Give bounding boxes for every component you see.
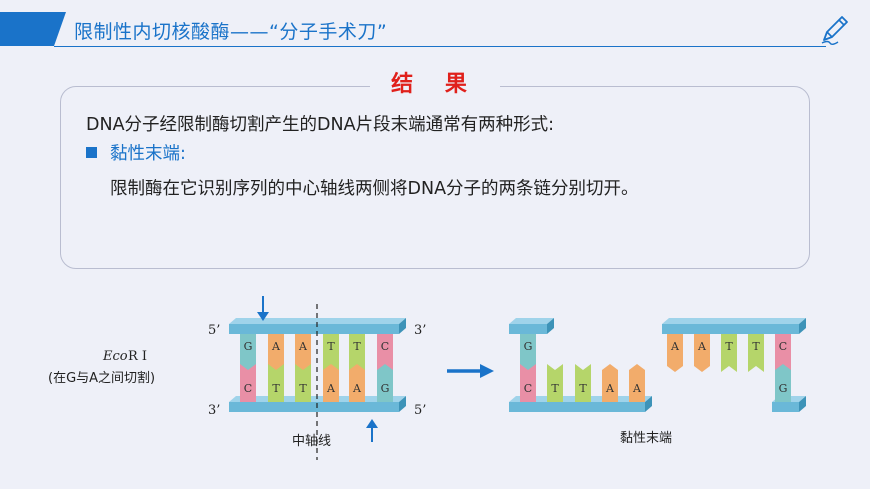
fragment-right-top-base: T xyxy=(721,334,737,372)
result-intro-text: DNA分子经限制酶切割产生的DNA片段末端通常有两种形式: xyxy=(86,115,554,135)
top-base: A xyxy=(268,334,284,372)
process-arrow xyxy=(447,364,494,378)
base-letter: C xyxy=(779,340,787,353)
cut-arrow-bottom xyxy=(366,419,378,442)
result-label: 结 果 xyxy=(370,68,500,100)
enzyme-name-rest: R Ⅰ xyxy=(128,349,147,364)
strand-label-3-bottom: 3’ xyxy=(208,403,220,418)
cut-arrow-top xyxy=(257,296,269,321)
header-accent-slant xyxy=(54,12,66,46)
strand-label-5-top: 5’ xyxy=(208,323,220,338)
base-letter: G xyxy=(381,382,390,395)
bottom-base: A xyxy=(323,364,339,402)
pen-icon xyxy=(821,16,848,45)
base-letter: T xyxy=(551,382,559,395)
base-letter: A xyxy=(271,340,281,353)
top-base: T xyxy=(349,334,365,372)
bottom-base: T xyxy=(295,364,311,402)
header-accent-bar xyxy=(0,12,54,46)
base-letter: G xyxy=(779,382,788,395)
fragment-right: A A T T C G xyxy=(662,318,806,412)
bottom-base: T xyxy=(268,364,284,402)
top-base: G xyxy=(240,334,256,372)
strand-label-5-bottom: 5’ xyxy=(414,403,426,418)
sticky-end-label: 黏性末端 xyxy=(620,430,672,446)
fragment-right-top-base: A xyxy=(694,334,710,372)
top-backbone xyxy=(229,318,406,334)
bullet-square-icon xyxy=(86,147,97,158)
fragment-left-bottom-base: T xyxy=(547,364,563,402)
base-letter: T xyxy=(272,382,280,395)
fragment-right-bottom-base: G xyxy=(775,364,791,402)
base-letter: T xyxy=(299,382,307,395)
enzyme-name-italic: Eco xyxy=(102,349,128,364)
result-box xyxy=(60,86,810,269)
base-letter: C xyxy=(524,382,532,395)
sticky-end-heading: 黏性末端: xyxy=(110,144,186,164)
intact-dna: G A A T T C C T T A A G xyxy=(229,318,406,412)
fragment-right-top-base: T xyxy=(748,334,764,372)
base-letter: A xyxy=(632,382,642,395)
base-letter: T xyxy=(353,340,361,353)
base-letter: A xyxy=(605,382,615,395)
fragment-left-top-base: G xyxy=(520,334,536,372)
base-letter: A xyxy=(670,340,680,353)
fragment-left-bottom-base: C xyxy=(520,364,536,402)
base-letter: A xyxy=(298,340,308,353)
base-letter: T xyxy=(752,340,760,353)
header-divider xyxy=(54,46,826,47)
sticky-end-description: 限制酶在它识别序列的中心轴线两侧将DNA分子的两条链分别切开。 xyxy=(110,179,639,199)
base-letter: T xyxy=(725,340,733,353)
base-letter: A xyxy=(326,382,336,395)
bottom-base: A xyxy=(349,364,365,402)
fragment-left-bottom-base: A xyxy=(602,364,618,402)
header: 限制性内切核酸酶——“分子手术刀” xyxy=(0,0,870,50)
bottom-base: C xyxy=(240,364,256,402)
fragment-right-top-base: C xyxy=(775,334,791,372)
base-letter: T xyxy=(579,382,587,395)
base-letter: T xyxy=(327,340,335,353)
enzyme-cut-note: (在G与A之间切割) xyxy=(48,370,155,386)
base-letter: C xyxy=(381,340,389,353)
top-base: C xyxy=(377,334,393,372)
fragment-right-top-base: A xyxy=(667,334,683,372)
fragment-left-bottom-base: T xyxy=(575,364,591,402)
fragment-left: G C T T A A xyxy=(509,318,652,412)
base-letter: G xyxy=(244,340,253,353)
strand-label-3-top: 3’ xyxy=(414,323,426,338)
fragment-left-bottom-base: A xyxy=(629,364,645,402)
top-base: A xyxy=(295,334,311,372)
fragment-left-top-backbone xyxy=(509,318,554,334)
base-letter: G xyxy=(524,340,533,353)
base-letter: A xyxy=(697,340,707,353)
center-axis-label: 中轴线 xyxy=(292,434,331,449)
fragment-right-top-backbone xyxy=(662,318,806,334)
base-letter: A xyxy=(352,382,362,395)
page-title: 限制性内切核酸酶——“分子手术刀” xyxy=(74,21,388,43)
base-letter: C xyxy=(244,382,252,395)
sticky-end-diagram: Eco R Ⅰ (在G与A之间切割) 5’ 3’ 3’ 5’ G A A T T C C T T… xyxy=(48,296,806,460)
top-base: T xyxy=(323,334,339,372)
bottom-base: G xyxy=(377,364,393,402)
